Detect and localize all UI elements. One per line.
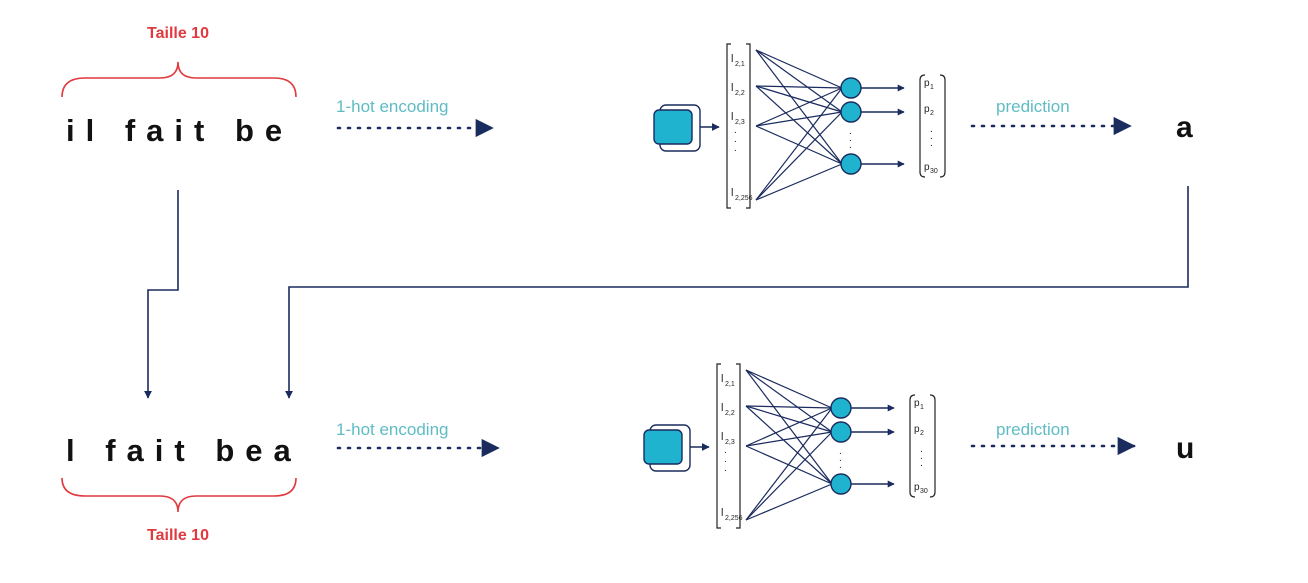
svg-text:.: . — [849, 126, 852, 137]
top-encoding-label: 1-hot encoding — [336, 97, 448, 116]
bottom-prediction-label: prediction — [996, 420, 1070, 439]
svg-text:2,2: 2,2 — [735, 90, 745, 97]
output-vector-entry: p — [914, 398, 920, 409]
input-vector-bracket-right — [736, 363, 741, 529]
svg-text:2,3: 2,3 — [735, 119, 745, 126]
svg-text:.: . — [724, 454, 727, 465]
svg-text:.: . — [920, 444, 923, 455]
svg-text:.: . — [920, 451, 923, 462]
hidden-node — [840, 101, 862, 123]
input-vector-entry: l — [721, 507, 723, 519]
top-input-sequence: il fait be — [66, 113, 293, 148]
svg-text:1: 1 — [930, 84, 934, 91]
input-vector-bracket-right — [746, 43, 751, 209]
svg-text:2,256: 2,256 — [735, 195, 753, 202]
input-vector-entry: l — [731, 53, 733, 65]
output-vector-entry: p — [914, 482, 920, 493]
bottom-input-sequence: l fait bea — [66, 433, 302, 468]
input-vector-entry: l — [731, 82, 733, 94]
bottom-row: l fait bea Taille 10 1-hot encoding l 2,… — [61, 363, 1194, 544]
svg-text:.: . — [734, 143, 737, 154]
input-block-icon — [643, 429, 683, 465]
svg-text:.: . — [724, 463, 727, 474]
bottom-size-label: Taille 10 — [147, 527, 209, 544]
output-vector-entry: p — [924, 162, 930, 173]
output-vector-bracket-left — [909, 394, 916, 498]
svg-text:.: . — [839, 460, 842, 471]
svg-text:30: 30 — [920, 488, 928, 495]
feedback-output-connector — [285, 186, 1189, 399]
network-connections — [745, 369, 833, 521]
svg-text:.: . — [930, 138, 933, 149]
svg-text:2,1: 2,1 — [735, 61, 745, 68]
hidden-node — [830, 421, 852, 443]
svg-text:.: . — [930, 131, 933, 142]
top-output-character: a — [1176, 111, 1193, 144]
svg-text:.: . — [734, 125, 737, 136]
output-vector-entry: p — [924, 104, 930, 115]
input-vector-entry: l — [721, 402, 723, 414]
bottom-encoding-label: 1-hot encoding — [336, 420, 448, 439]
top-size-label: Taille 10 — [147, 25, 209, 42]
svg-text:.: . — [839, 446, 842, 457]
svg-text:.: . — [724, 445, 727, 456]
input-vector-entry: l — [731, 111, 733, 123]
hidden-node — [840, 153, 862, 175]
hidden-node — [840, 77, 862, 99]
svg-text:2,3: 2,3 — [725, 439, 735, 446]
input-vector-bracket-left — [726, 43, 731, 209]
top-row: Taille 10 il fait be 1-hot encoding l 2,… — [61, 25, 1193, 209]
output-vector-bracket-right — [939, 74, 946, 178]
svg-text:2,2: 2,2 — [725, 410, 735, 417]
shift-window-connector — [144, 190, 179, 399]
input-block-icon — [653, 109, 693, 145]
output-vector-bracket-left — [919, 74, 926, 178]
hidden-node — [830, 473, 852, 495]
svg-text:.: . — [839, 453, 842, 464]
network-connections — [755, 49, 843, 201]
svg-text:2: 2 — [920, 430, 924, 437]
input-vector-bracket-left — [716, 363, 721, 529]
svg-text:.: . — [849, 133, 852, 144]
svg-text:.: . — [849, 140, 852, 151]
input-vector-entry: l — [721, 373, 723, 385]
bottom-brace — [61, 477, 297, 513]
svg-text:.: . — [930, 124, 933, 135]
top-brace — [61, 61, 297, 98]
output-vector-entry: p — [924, 78, 930, 89]
bottom-network: l 2,1 l 2,2 l 2,3 . . . l 2,256 . . . — [643, 363, 936, 529]
svg-text:30: 30 — [930, 168, 938, 175]
svg-text:2,1: 2,1 — [725, 381, 735, 388]
svg-text:2,256: 2,256 — [725, 515, 743, 522]
svg-text:2: 2 — [930, 110, 934, 117]
svg-text:.: . — [920, 458, 923, 469]
svg-text:1: 1 — [920, 404, 924, 411]
top-network: l 2,1 l 2,2 l 2,3 . . . l 2,256 — [653, 43, 946, 209]
svg-text:.: . — [734, 134, 737, 145]
input-vector-entry: l — [721, 431, 723, 443]
bottom-output-character: u — [1176, 432, 1194, 465]
top-prediction-label: prediction — [996, 97, 1070, 116]
input-vector-entry: l — [731, 187, 733, 199]
hidden-node — [830, 397, 852, 419]
output-vector-entry: p — [914, 424, 920, 435]
output-vector-bracket-right — [929, 394, 936, 498]
